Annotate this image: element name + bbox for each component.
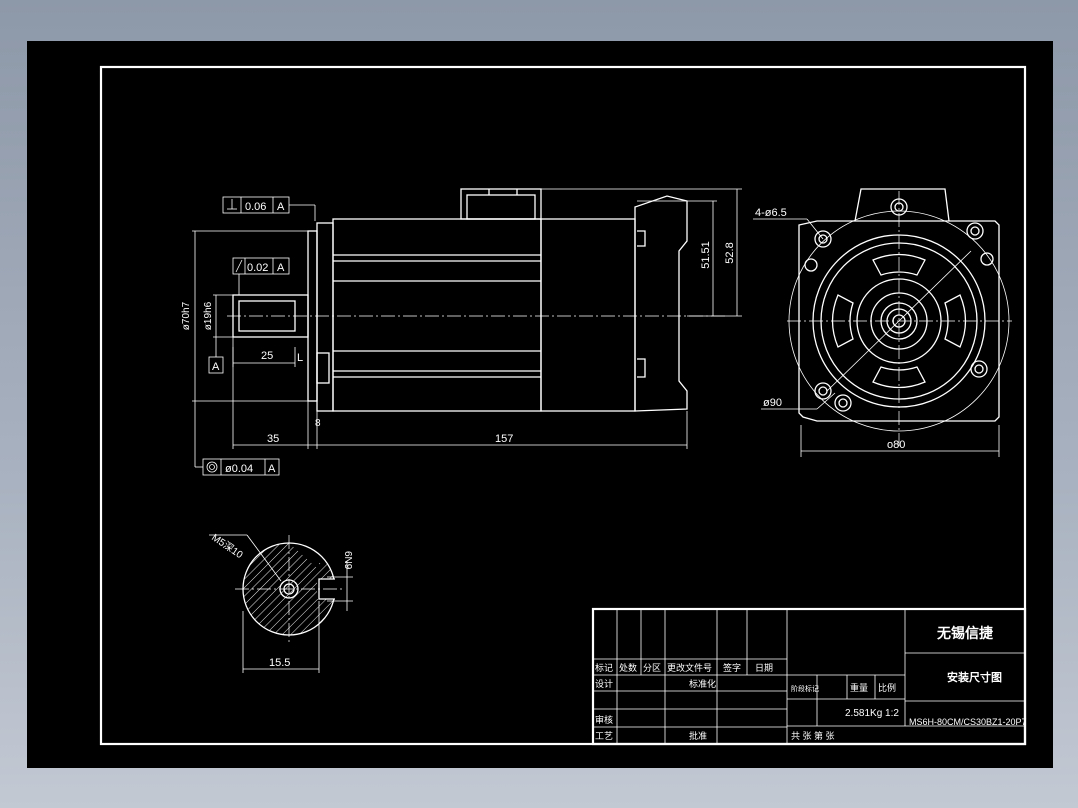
drawing-sheet: ø70h7 ø19h6 25 L 35 8 157 51.51 52.8 0.0… bbox=[27, 41, 1053, 768]
mounting-holes bbox=[804, 222, 994, 412]
tb-process: 工艺 bbox=[595, 731, 613, 741]
encoder-housing bbox=[540, 218, 636, 412]
title-block: 标记 处数 分区 更改文件号 签字 日期 设计 标准化 审核 工艺 批准 阶段标… bbox=[591, 607, 1027, 746]
tb-company: 无锡信捷 bbox=[936, 625, 994, 641]
tb-h-mark: 标记 bbox=[595, 662, 613, 673]
dim-flange-diameter: ø70h7 bbox=[181, 301, 192, 330]
dim-height-5151: 51.51 bbox=[700, 241, 712, 269]
dim-key-length: 25 bbox=[261, 350, 273, 362]
dim-bolt-circle: ø90 bbox=[763, 397, 782, 409]
tb-drawing-title: 安装尺寸图 bbox=[947, 670, 1002, 684]
svg-text:0.02: 0.02 bbox=[247, 262, 268, 274]
tb-h-sign: 签字 bbox=[723, 662, 741, 673]
tb-weight-header: 重量 bbox=[850, 682, 868, 693]
tb-h-count: 处数 bbox=[619, 662, 637, 673]
tb-stage-mark: 阶段标记 bbox=[791, 684, 819, 693]
svg-text:A: A bbox=[212, 361, 220, 373]
tb-sheets: 共 张 第 张 bbox=[791, 730, 835, 741]
shaft-section: M5深10 6N9 15.5 bbox=[209, 532, 353, 673]
dim-flange-thickness: 8 bbox=[315, 418, 321, 429]
svg-text:A: A bbox=[268, 463, 276, 475]
tb-h-docno: 更改文件号 bbox=[667, 662, 712, 673]
dim-keyway: 6N9 bbox=[342, 551, 353, 570]
datum-a: A bbox=[208, 337, 224, 374]
tb-weight-scale: 2.581Kg 1:2 bbox=[845, 708, 899, 719]
tb-scale-header: 比例 bbox=[878, 682, 896, 693]
dim-l-label: L bbox=[297, 352, 303, 364]
front-view: 4-ø6.5 ø90 o80 bbox=[753, 188, 1012, 457]
tb-review: 审核 bbox=[595, 714, 613, 725]
encoder-cap bbox=[634, 195, 688, 412]
tb-h-zone: 分区 bbox=[643, 663, 661, 673]
runout-frame: 0.02 A bbox=[232, 257, 290, 295]
dim-shaft-diameter: ø19h6 bbox=[203, 301, 214, 330]
dim-section-width: 15.5 bbox=[269, 657, 290, 669]
motor-body bbox=[332, 218, 542, 412]
svg-text:A: A bbox=[277, 201, 285, 213]
concentricity-frame: ø0.04 A bbox=[194, 401, 280, 476]
svg-text:A: A bbox=[277, 262, 285, 274]
dim-holes: 4-ø6.5 bbox=[755, 207, 787, 219]
dim-height-528: 52.8 bbox=[724, 242, 736, 263]
dim-shaft-length: 35 bbox=[267, 433, 279, 445]
dim-body-length: 157 bbox=[495, 433, 513, 445]
tb-model: MS6H-80CM/CS30BZ1-20P7 bbox=[909, 717, 1027, 727]
connector bbox=[460, 188, 542, 220]
tb-design: 设计 bbox=[595, 678, 613, 689]
inner-border bbox=[99, 65, 1027, 746]
side-view: ø70h7 ø19h6 25 L 35 8 157 51.51 52.8 0.0… bbox=[181, 188, 742, 476]
tb-standardize: 标准化 bbox=[689, 678, 716, 689]
dim-thread: M5深10 bbox=[209, 532, 245, 562]
flange-square bbox=[798, 220, 1000, 422]
svg-text:ø0.04: ø0.04 bbox=[225, 463, 253, 475]
rotor-windows bbox=[831, 253, 967, 389]
tb-approve: 批准 bbox=[689, 730, 707, 741]
connector-top bbox=[854, 188, 950, 222]
dim-square: o80 bbox=[887, 439, 905, 451]
cad-drawing: ø70h7 ø19h6 25 L 35 8 157 51.51 52.8 0.0… bbox=[99, 65, 1027, 746]
tb-h-date: 日期 bbox=[755, 663, 773, 673]
perpendicularity-frame: 0.06 A bbox=[222, 196, 316, 221]
svg-text:0.06: 0.06 bbox=[245, 201, 266, 213]
